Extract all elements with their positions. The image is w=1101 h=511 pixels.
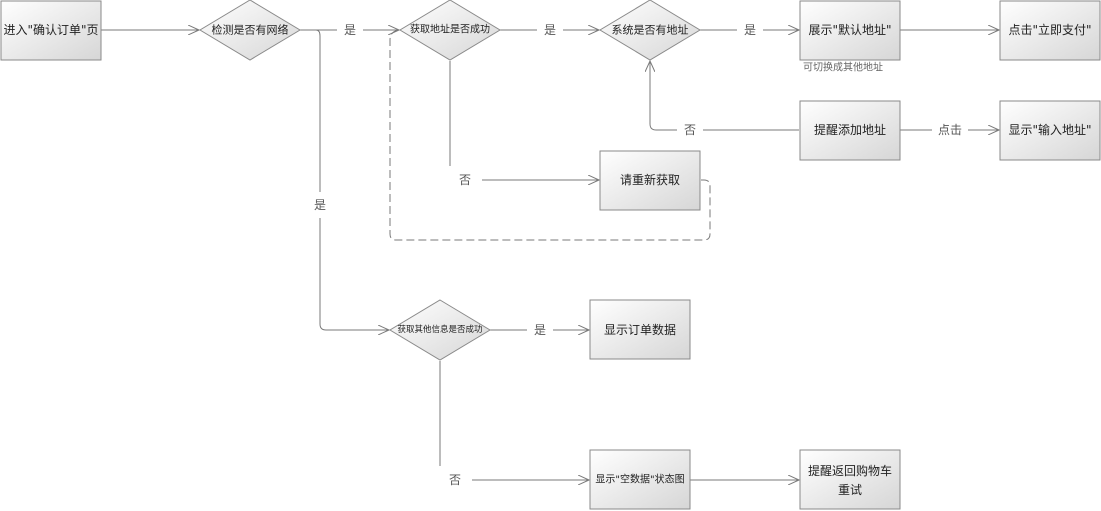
label-network-yes-top: 是: [344, 23, 356, 37]
node-system-has-address: 系统是否有地址: [599, 0, 701, 61]
node-show-input-address: 显示"输入地址": [999, 100, 1101, 161]
edge-network-to-other-info-lower: [319, 218, 389, 330]
label-address-fail-no: 否: [459, 173, 471, 187]
edge-retry-loop: [389, 29, 711, 241]
node-click-pay-now: 点击"立即支付": [999, 0, 1101, 61]
label-has-address-yes: 是: [744, 23, 756, 37]
node-check-network-text: 检测是否有网络: [212, 23, 289, 37]
label-network-yes-down: 是: [314, 198, 326, 212]
node-check-network: 检测是否有网络: [199, 0, 301, 61]
node-remind-add-address: 提醒添加地址: [799, 100, 901, 161]
node-system-has-address-text: 系统是否有地址: [612, 23, 689, 37]
node-show-input-address-text: 显示"输入地址": [1008, 122, 1091, 137]
node-remind-add-address-text: 提醒添加地址: [814, 122, 886, 137]
label-address-success-yes: 是: [544, 23, 556, 37]
label-other-info-no: 否: [449, 473, 461, 487]
node-show-order-data: 显示订单数据: [589, 299, 691, 360]
node-show-default-address: 展示"默认地址": [799, 0, 901, 61]
node-remind-return-cart-line1: 提醒返回购物车: [808, 463, 892, 478]
node-show-default-address-text: 展示"默认地址": [808, 22, 891, 37]
node-get-address-success: 获取地址是否成功: [399, 0, 501, 61]
node-show-empty-state-text: 显示"空数据"状态图: [595, 473, 684, 486]
node-enter-page: 进入"确认订单"页: [0, 0, 102, 61]
label-other-info-yes: 是: [534, 323, 546, 337]
node-remind-return-cart: 提醒返回购物车 重试: [799, 449, 901, 510]
edge-network-to-other-info: [315, 29, 321, 192]
node-show-order-data-text: 显示订单数据: [604, 322, 676, 337]
node-get-address-success-text: 获取地址是否成功: [410, 23, 490, 36]
node-get-other-info-success-text: 获取其他信息是否成功: [397, 324, 482, 335]
note-switch-address: 可切换成其他地址: [803, 61, 883, 74]
label-has-address-no: 否: [684, 123, 696, 137]
label-click: 点击: [938, 123, 962, 137]
edge-remind-to-system-arrow: [650, 61, 677, 131]
node-click-pay-now-text: 点击"立即支付": [1008, 22, 1091, 37]
node-enter-page-text: 进入"确认订单"页: [3, 23, 98, 37]
node-remind-return-cart-line2: 重试: [838, 482, 862, 497]
node-please-refetch-text: 请重新获取: [620, 172, 680, 187]
edge-labels: 是 是 是 否 点击 否 是 是 否 可切换成其他地址: [314, 23, 962, 487]
node-please-refetch: 请重新获取: [599, 150, 701, 211]
node-show-empty-state: 显示"空数据"状态图: [589, 449, 691, 510]
node-get-other-info-success: 获取其他信息是否成功: [389, 299, 491, 361]
edges: [101, 30, 999, 480]
